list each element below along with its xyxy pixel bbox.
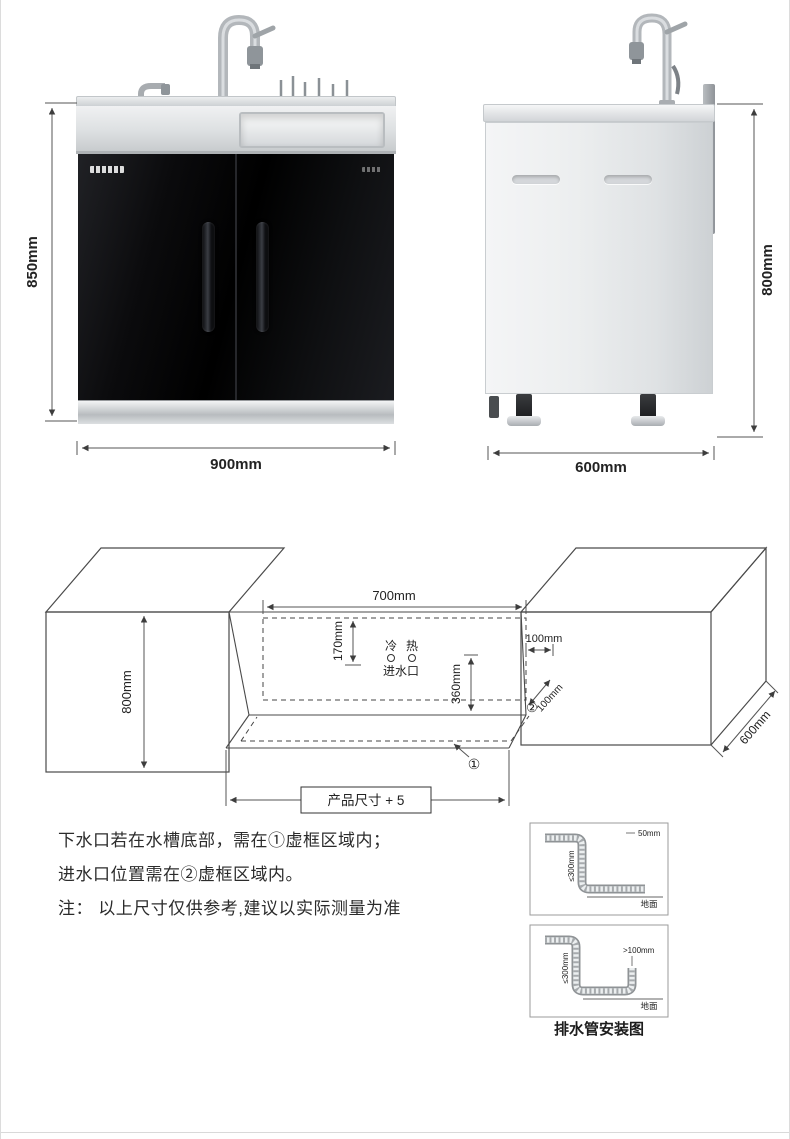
inlet-label: 进水口 — [383, 664, 419, 678]
dim-counter-depth-label: 600mm — [737, 708, 774, 747]
dim-right-gap-label: 100mm — [526, 633, 563, 645]
drain-pipe-diagrams: 50mm ≤300mm 地面 >100mm ≤300mm 地面 — [529, 822, 669, 1018]
zone2-dashed-area — [262, 617, 527, 701]
left-cabinet-outline — [44, 547, 286, 773]
dim-front-width-label: 900mm — [210, 456, 262, 473]
sink-basin — [239, 112, 385, 148]
dim-side-depth-label: 600mm — [575, 459, 627, 476]
foot-stem — [516, 394, 532, 418]
drain2-gap-label: >100mm — [623, 946, 655, 955]
hot-inlet-icon — [408, 654, 416, 662]
dim-depth-gap-label: 100mm — [535, 682, 565, 714]
right-cabinet-outline — [519, 546, 768, 746]
adjustable-foot-left — [507, 394, 541, 428]
side-counter-edge — [483, 104, 715, 122]
note-line-3: 注： 以上尺寸仅供参考,建议以实际测量为准 — [58, 899, 401, 918]
model-label — [362, 167, 382, 172]
dim-side-height-label: 800mm — [759, 244, 776, 296]
note-line-1: 下水口若在水槽底部，需在①虚框区域内； — [58, 831, 391, 850]
drain1-height-label: ≤300mm — [567, 850, 576, 881]
drain-pipe-2 — [545, 935, 637, 996]
dim-top-width-label: 700mm — [372, 588, 415, 603]
foot-base — [631, 416, 665, 426]
cold-inlet-icon — [387, 654, 395, 662]
dim-800-group — [717, 103, 763, 438]
dim-inlet-top-label: 170mm — [331, 621, 345, 661]
dim-100-right-group — [525, 644, 554, 656]
door-handle-left — [202, 222, 215, 332]
drain-diagram-caption: 排水管安装图 — [553, 1021, 644, 1038]
brand-logo — [90, 166, 124, 173]
dim-900-group — [76, 441, 396, 455]
dim-drain-offset-label: 360mm — [449, 664, 463, 704]
product-dimension-overlay: 850mm 900mm 800mm 600mm — [24, 102, 776, 476]
front-view-product — [76, 6, 396, 426]
drain-pipe-1 — [545, 833, 645, 894]
dim-600-group — [487, 446, 715, 460]
cabinet-front — [78, 154, 394, 400]
note-line-2: 进水口位置需在②虚框区域内。 — [58, 865, 303, 884]
handle-slot-1 — [512, 175, 560, 184]
drain1-gap-label: 50mm — [638, 829, 661, 838]
secondary-tap — [138, 83, 170, 110]
kick-plate — [78, 400, 394, 424]
door-seam — [235, 154, 237, 400]
installation-diagram: 800mm 700mm 170mm — [44, 546, 779, 814]
section-divider — [1, 1132, 789, 1133]
bottom-width-label-box — [300, 786, 432, 814]
dim-170-group — [345, 621, 361, 666]
drain1-floor-label: 地面 — [640, 899, 658, 909]
hot-label: 热 — [406, 639, 418, 653]
zone1-pointer — [453, 743, 470, 758]
dim-install-height-label: 800mm — [119, 670, 134, 713]
dim-bottom-width-label: 产品尺寸 + 5 — [328, 793, 405, 808]
side-view-product — [483, 6, 715, 434]
drain2-floor-label: 地面 — [640, 1001, 658, 1011]
cutout-wall — [225, 611, 527, 749]
adjustable-foot-right — [631, 394, 665, 428]
cabinet-side-panel — [485, 122, 713, 394]
dim-600-depth-group — [710, 680, 779, 758]
foot-stem — [640, 394, 656, 418]
door-handle-right — [256, 222, 269, 332]
dim-front-height-label: 850mm — [24, 236, 41, 288]
foot-base — [507, 416, 541, 426]
dim-100-diag-group — [528, 679, 551, 706]
zone1-mark: ① — [468, 756, 481, 772]
drain2-height-label: ≤300mm — [561, 952, 570, 983]
dim-850-group — [45, 102, 77, 422]
zone2-mark: ② — [526, 700, 538, 715]
cold-label: 冷 — [385, 639, 397, 653]
dim-360-group — [464, 654, 478, 711]
handle-slot-2 — [604, 175, 652, 184]
drain-pipe-stub — [489, 396, 499, 418]
zone1-dashed-area — [240, 715, 530, 742]
install-notes: 下水口若在水槽底部，需在①虚框区域内； 进水口位置需在②虚框区域内。 注： 以上… — [58, 826, 518, 928]
